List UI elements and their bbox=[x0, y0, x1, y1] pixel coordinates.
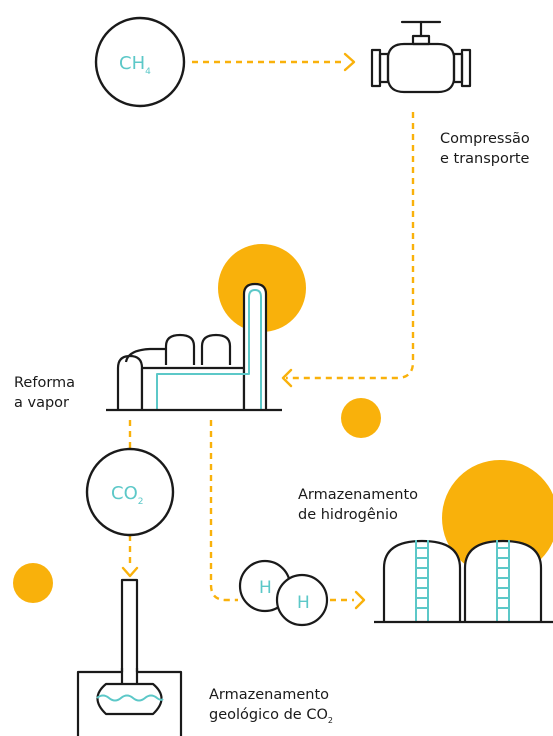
flow-arrowheads bbox=[121, 52, 366, 610]
geological-well-icon bbox=[76, 578, 183, 736]
accent-circle-left bbox=[13, 563, 53, 603]
tank-ladder-right bbox=[496, 540, 510, 622]
hydrogen-molecule-icon: H H bbox=[238, 559, 329, 627]
accent-circle-small bbox=[341, 398, 381, 438]
tank-ladder-left bbox=[415, 540, 429, 622]
geo-storage-label: Armazenamento geológico de CO2 bbox=[209, 687, 334, 725]
flow-connectors bbox=[128, 60, 415, 602]
compression-label: Compressão e transporte bbox=[440, 131, 534, 167]
h2-storage-label: Armazenamento de hidrogênio bbox=[298, 487, 423, 523]
hydrogen-atom-2: H bbox=[297, 593, 310, 613]
arrowhead-well bbox=[121, 566, 139, 578]
co2-label: CO bbox=[111, 483, 138, 504]
co2-node: CO2 bbox=[85, 447, 175, 537]
arrowhead-reforming bbox=[281, 368, 293, 388]
svg-text:CH4: CH4 bbox=[119, 53, 151, 77]
factory-icon bbox=[106, 282, 282, 412]
methane-label: CH bbox=[119, 53, 145, 74]
svg-text:CO2: CO2 bbox=[111, 483, 143, 507]
methane-node: CH4 bbox=[94, 16, 186, 108]
co2-subscript: 2 bbox=[138, 497, 144, 507]
storage-tanks-icon bbox=[374, 539, 553, 624]
hydrogen-atom-1: H bbox=[259, 578, 272, 598]
arrowhead-valve bbox=[343, 52, 356, 72]
connector-valve-to-reforming bbox=[286, 112, 415, 380]
connector-reforming-to-hydrogen bbox=[209, 420, 238, 602]
valve-icon bbox=[370, 20, 472, 94]
arrowhead-storage bbox=[354, 590, 366, 610]
reforming-label: Reforma a vapor bbox=[14, 375, 80, 411]
methane-subscript: 4 bbox=[145, 67, 151, 77]
geo-storage-subscript: 2 bbox=[328, 716, 333, 725]
